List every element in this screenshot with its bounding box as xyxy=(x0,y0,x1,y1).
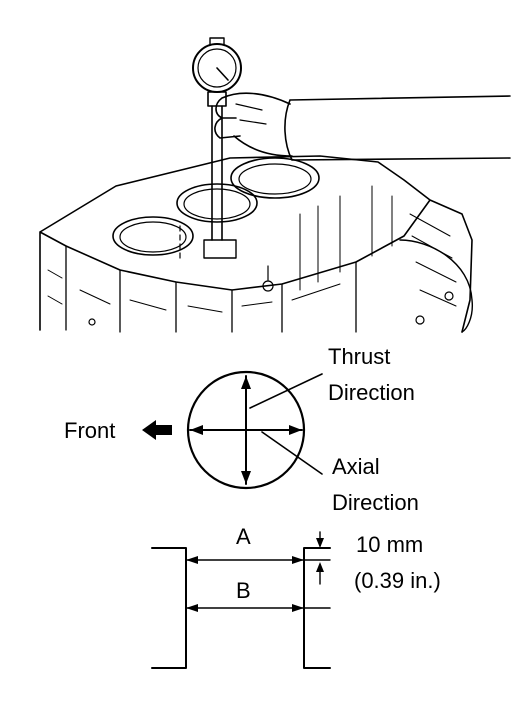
cylinder-bore-1-inner xyxy=(119,221,187,253)
cylinder-bore-3 xyxy=(230,157,320,199)
cylinder-bore-3-inner xyxy=(238,163,312,195)
gauge-rod xyxy=(211,105,223,241)
bore-wall-left xyxy=(151,547,187,669)
axial-label-line1: Axial xyxy=(332,454,380,479)
axial-label-line2: Direction xyxy=(332,490,419,515)
dim-b-arrow-left xyxy=(186,604,198,612)
offset-arrow-bottom xyxy=(316,562,324,572)
dim-b-arrow-right xyxy=(292,604,304,612)
fingers xyxy=(235,103,267,125)
deck-front-edge xyxy=(65,245,357,333)
label-a: A xyxy=(236,524,251,549)
thrust-label-line1: Thrust xyxy=(328,344,390,369)
thrust-leader xyxy=(249,373,323,409)
axial-arrow-left xyxy=(190,425,203,435)
dial-needle xyxy=(216,67,229,81)
axial-arrow-right xyxy=(289,425,302,435)
bolt-3 xyxy=(88,318,96,326)
stud xyxy=(262,280,274,292)
front-arrow-icon xyxy=(142,420,172,440)
bolt-2 xyxy=(415,315,425,325)
hand-illustration xyxy=(214,92,511,161)
offset-arrow-top xyxy=(316,538,324,548)
block-ribs xyxy=(47,185,457,313)
dial-face xyxy=(197,48,237,88)
thrust-label-line2: Direction xyxy=(328,380,415,405)
engine-block-illustration xyxy=(39,155,474,333)
cylinder-bore-1 xyxy=(112,216,194,256)
engine-block-outline xyxy=(39,155,473,333)
gauge-head xyxy=(203,239,237,259)
block-rear-housing xyxy=(399,239,474,333)
cylinder-bore-2-inner xyxy=(183,188,251,220)
offset-in-label: (0.39 in.) xyxy=(354,568,441,593)
hand xyxy=(214,92,293,157)
direction-diagram: Front Thrust Direction Axial Direction xyxy=(64,344,419,515)
dim-a-arrow-left xyxy=(186,556,198,564)
measurement-diagram: A B 10 mm (0.39 in.) xyxy=(151,524,441,669)
dial-cap xyxy=(209,37,225,45)
thrust-arrow-up xyxy=(241,376,251,389)
sleeve xyxy=(284,95,511,161)
bolt-1 xyxy=(444,291,454,301)
offset-mm-label: 10 mm xyxy=(356,532,423,557)
bore-gauge xyxy=(179,37,242,263)
dim-a-arrow-right xyxy=(292,556,304,564)
axial-leader xyxy=(261,431,323,475)
thrust-arrow-down xyxy=(241,471,251,484)
label-b: B xyxy=(236,578,251,603)
cylinder-bore-2 xyxy=(176,183,258,223)
cylinder-circle xyxy=(186,370,306,490)
front-label: Front xyxy=(64,418,115,443)
